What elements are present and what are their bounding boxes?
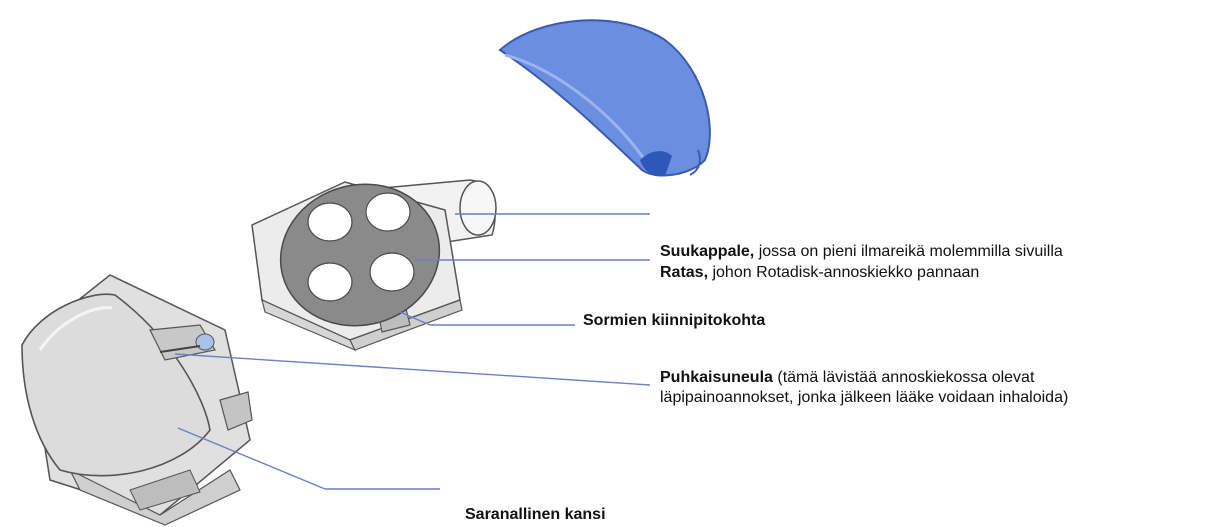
label-needle-line1: Puhkaisuneula (tämä lävistää annoskiekos… [660, 368, 1068, 388]
mouthpiece-unit [252, 167, 496, 350]
label-needle-title: Puhkaisuneula [660, 369, 773, 386]
label-mouthpiece-title: Suukappale, [660, 243, 754, 260]
label-needle-desc-1: (tämä lävistää annoskiekossa olevat [773, 369, 1034, 386]
label-needle-desc-2: läpipainoannokset, jonka jälkeen lääke v… [660, 388, 1068, 408]
label-wheel-title: Ratas, [660, 264, 708, 281]
label-mouthpiece: Suukappale, jossa on pieni ilmareikä mol… [660, 242, 1063, 262]
label-wheel: Ratas, johon Rotadisk-annoskiekko pannaa… [660, 263, 979, 283]
label-finger-grip: Sormien kiinnipitokohta [583, 311, 765, 331]
label-hinged-lid: Saranallinen kansi [465, 505, 606, 525]
label-needle: Puhkaisuneula (tämä lävistää annoskiekos… [660, 368, 1068, 408]
label-mouthpiece-desc: jossa on pieni ilmareikä molemmilla sivu… [754, 243, 1063, 260]
label-wheel-desc: johon Rotadisk-annoskiekko pannaan [708, 264, 979, 281]
blue-cover [500, 20, 710, 176]
leader-line-needle [175, 354, 650, 385]
inhaler-body [22, 275, 252, 525]
